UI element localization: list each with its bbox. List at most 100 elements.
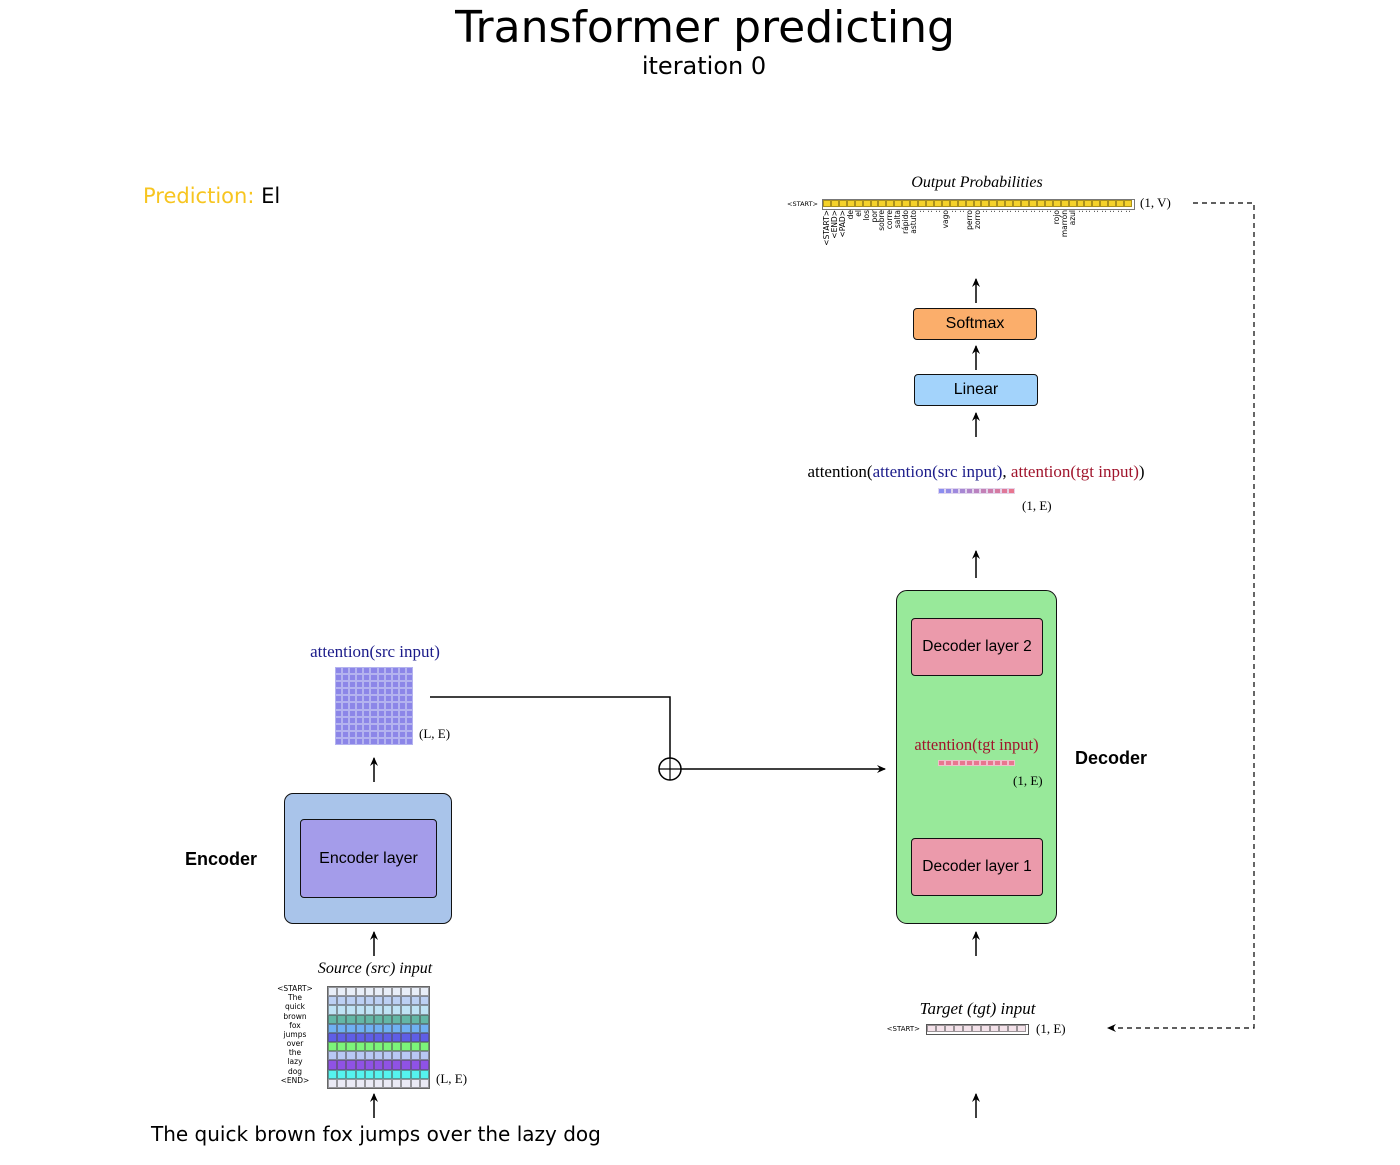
src-attention-cell (335, 667, 343, 675)
combined-separator: , (1002, 462, 1011, 481)
source-matrix-cell (419, 1051, 429, 1061)
target-token-label: <START> (886, 1025, 920, 1033)
source-matrix-cell (328, 996, 338, 1006)
src-attention-cell (356, 716, 364, 724)
vocab-label: astuto (909, 210, 919, 234)
decoder-block[interactable]: Decoder layer 2 attention(tgt input) (1,… (896, 590, 1057, 924)
source-matrix-cell (328, 1005, 338, 1015)
source-matrix-cell (328, 1032, 338, 1043)
src-attention-cell (342, 709, 350, 717)
source-matrix-cell (373, 1023, 384, 1033)
combined-attention-cell (952, 488, 959, 494)
source-token-label: the (288, 1048, 302, 1058)
src-attention-cell (335, 723, 343, 731)
src-attention-cell (377, 674, 385, 682)
encoder-block[interactable]: Encoder layer (284, 793, 452, 924)
src-attention-cell (370, 688, 378, 696)
tgt-attention-cell (1001, 760, 1008, 766)
src-attention-cell (349, 688, 357, 696)
source-matrix-cell (383, 1042, 393, 1052)
output-probability-cell (830, 200, 839, 207)
output-probability-cell (1092, 200, 1101, 207)
encoder-layer[interactable]: Encoder layer (300, 819, 437, 898)
combined-attention-cell (987, 488, 994, 494)
source-matrix-cell (346, 1042, 356, 1052)
source-matrix-cell (328, 1069, 338, 1079)
source-matrix-cell (419, 1014, 429, 1024)
output-probabilities-title: Output Probabilities (911, 174, 1043, 191)
output-probability-cell (838, 200, 847, 207)
src-attention-cell (384, 667, 392, 675)
source-matrix-cell (346, 1005, 356, 1015)
combined-attention-cell (938, 488, 945, 494)
decoder-layer-1[interactable]: Decoder layer 1 (911, 838, 1043, 896)
target-input-cell (963, 1025, 972, 1032)
source-matrix-cell (410, 1023, 420, 1033)
tgt-attention-title: attention(tgt input) (914, 735, 1039, 754)
src-attention-cell (356, 688, 364, 696)
prediction-readout: Prediction: El (143, 184, 280, 208)
src-attention-cell (363, 737, 371, 745)
src-attention-matrix (335, 667, 413, 745)
src-attention-cell (363, 702, 371, 710)
source-matrix-cell (346, 1069, 356, 1079)
src-attention-cell (342, 674, 350, 682)
src-attention-cell (391, 667, 399, 675)
src-attention-cell (335, 709, 343, 717)
source-matrix-cell (410, 1069, 420, 1079)
source-matrix-cell (392, 1060, 402, 1070)
source-matrix-cell (383, 1060, 393, 1070)
src-attention-cell (405, 674, 413, 682)
decoder-layer-2[interactable]: Decoder layer 2 (911, 618, 1043, 676)
src-attention-cell (384, 709, 392, 717)
output-probability-cell (1060, 200, 1069, 207)
source-matrix-cell (419, 996, 429, 1006)
src-attention-cell (377, 723, 385, 731)
src-attention-cell (349, 695, 357, 703)
source-matrix-cell (328, 1042, 338, 1052)
source-matrix-cell (401, 1078, 411, 1088)
src-attention-cell (349, 667, 357, 675)
source-matrix-cell (346, 1014, 356, 1024)
source-matrix-cell (346, 1032, 356, 1043)
src-attention-cell (342, 737, 350, 745)
source-matrix-cell (419, 1023, 429, 1033)
source-matrix-cell (410, 1032, 420, 1043)
source-matrix-cell (373, 1051, 384, 1061)
combined-prefix: attention( (807, 462, 873, 481)
source-matrix-cell (346, 1078, 356, 1088)
source-matrix-cell (383, 996, 393, 1006)
src-attention-cell (384, 723, 392, 731)
src-attention-cell (377, 688, 385, 696)
output-probability-cell (1116, 200, 1125, 207)
output-probability-cell (949, 200, 958, 207)
source-matrix-cell (355, 1069, 365, 1079)
source-matrix-cell (410, 1051, 420, 1061)
combined-attention-cell (945, 488, 952, 494)
tgt-attention-cell (980, 760, 987, 766)
source-matrix-cell (346, 1051, 356, 1061)
src-attention-dims: (L, E) (419, 726, 451, 741)
source-matrix-cell (346, 1060, 356, 1070)
src-attention-cell (391, 730, 399, 738)
source-matrix-cell (355, 1023, 365, 1033)
src-attention-cell (377, 667, 385, 675)
target-input-cell (954, 1025, 963, 1032)
src-attention-cell (356, 702, 364, 710)
target-input-cell (927, 1025, 936, 1032)
source-matrix-cell (410, 987, 420, 997)
softmax-block[interactable]: Softmax (913, 308, 1037, 340)
source-matrix-cell (328, 1060, 338, 1070)
output-probability-cell (933, 200, 942, 207)
source-matrix-cell (383, 1032, 393, 1043)
iteration-subtitle: iteration 0 (641, 52, 767, 80)
source-matrix-cell (401, 1014, 411, 1024)
src-attention-cell (405, 681, 413, 689)
source-matrix-cell (364, 1023, 374, 1033)
source-matrix-cell (383, 1023, 393, 1033)
linear-block[interactable]: Linear (914, 374, 1038, 406)
src-attention-cell (398, 709, 406, 717)
combined-attention-cell (959, 488, 966, 494)
